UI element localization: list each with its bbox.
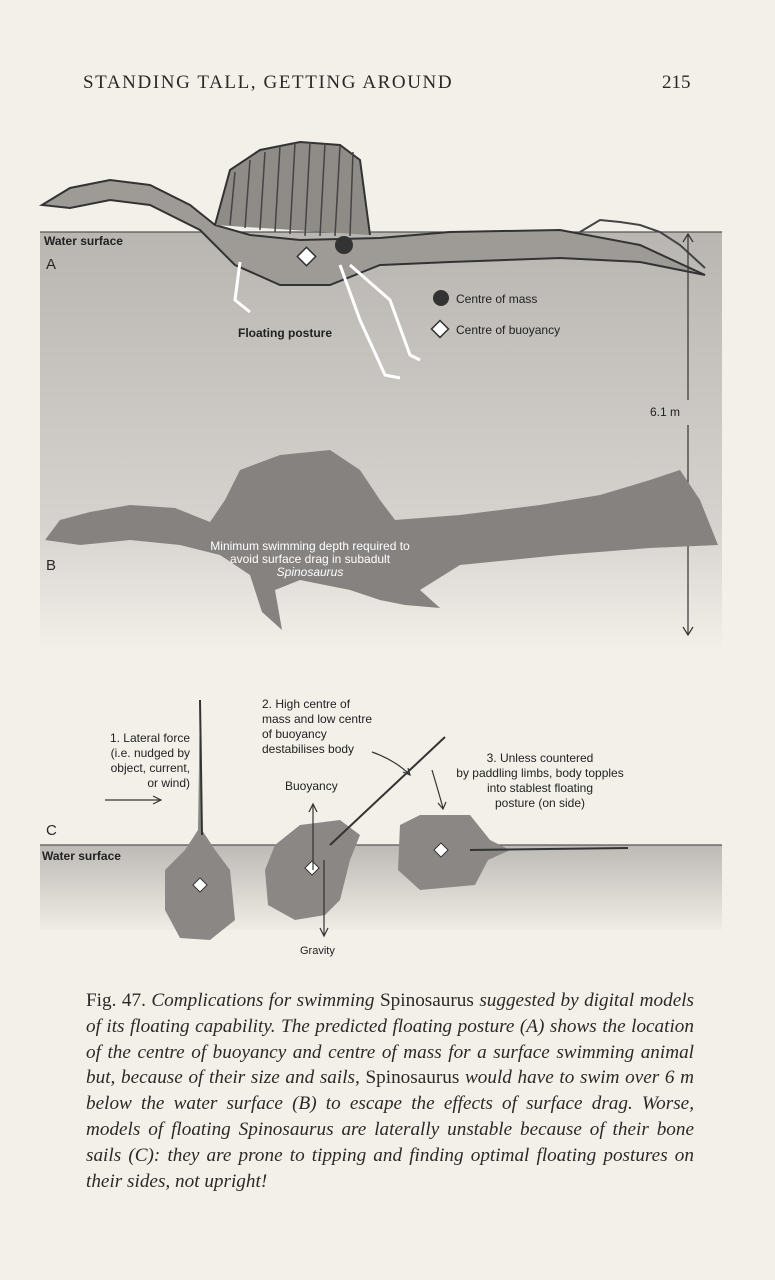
centre-of-mass-marker-a <box>335 236 353 254</box>
note-lateral-force: 1. Lateral force (i.e. nudged by object,… <box>70 731 190 791</box>
note-high-centre: 2. High centre of mass and low centre of… <box>262 697 372 757</box>
legend-buoyancy-icon <box>430 319 450 339</box>
min-depth-line3: Spinosaurus <box>276 565 344 579</box>
water-c <box>40 845 722 930</box>
caption-taxon: Spinosaurus <box>380 990 474 1011</box>
note2-line: of buoyancy <box>262 727 327 741</box>
legend-centre-of-mass: Centre of mass <box>456 292 538 306</box>
caption-text: would have to swim over 6 m below the wa… <box>86 1067 695 1192</box>
page-number: 215 <box>662 72 691 93</box>
floating-posture-label: Floating posture <box>238 326 332 340</box>
figure-47 <box>38 140 722 940</box>
legend-centre-of-buoyancy: Centre of buoyancy <box>456 323 561 337</box>
water-surface-label-c: Water surface <box>42 849 121 863</box>
note3-line: 3. Unless countered <box>486 751 594 765</box>
min-depth-label: Minimum swimming depth required to avoid… <box>170 540 450 579</box>
depth-label: 6.1 m <box>650 405 681 419</box>
panel-letter-a: A <box>46 256 57 273</box>
panel-letter-c: C <box>46 822 57 839</box>
buoyancy-label: Buoyancy <box>285 779 338 793</box>
water-surface-label-a: Water surface <box>44 234 123 248</box>
gravity-label: Gravity <box>300 945 335 957</box>
note1-line: 1. Lateral force <box>109 731 190 745</box>
caption-taxon: Spinosaurus <box>365 1067 460 1089</box>
spinosaurus-skeleton-a <box>38 140 706 380</box>
min-depth-line1: Minimum swimming depth required to <box>210 539 410 553</box>
note2-line: mass and low centre <box>262 712 373 726</box>
cross-section-on-side <box>398 815 629 890</box>
min-depth-line2: avoid surface drag in subadult <box>229 552 391 566</box>
panel-letter-b: B <box>46 557 57 574</box>
note2-line: 2. High centre of <box>262 697 351 711</box>
note2-line: destabilises body <box>262 742 355 756</box>
centre-of-buoyancy-marker-a <box>296 246 317 267</box>
note1-line: object, current, <box>110 761 190 775</box>
legend-mass-icon <box>433 290 449 306</box>
note3-line: by paddling limbs, body topples <box>456 766 624 780</box>
note1-line: or wind) <box>147 776 190 790</box>
note-topples: 3. Unless countered by paddling limbs, b… <box>430 751 650 811</box>
figure-caption: Fig. 47. Complications for swimming Spin… <box>86 988 694 1194</box>
running-title: STANDING TALL, GETTING AROUND <box>83 72 454 93</box>
caption-text: suggested by digital models of its float… <box>86 990 695 1089</box>
note1-line: (i.e. nudged by <box>110 746 190 760</box>
note3-line: posture (on side) <box>494 796 586 810</box>
caption-text: Complications for swimming <box>151 990 375 1011</box>
cross-section-upright <box>165 699 235 940</box>
force-arrows <box>105 751 447 938</box>
note3-line: into stablest floating <box>486 781 594 795</box>
figure-number: Fig. 47. <box>86 990 146 1011</box>
spinosaurus-silhouette-b <box>45 450 718 630</box>
